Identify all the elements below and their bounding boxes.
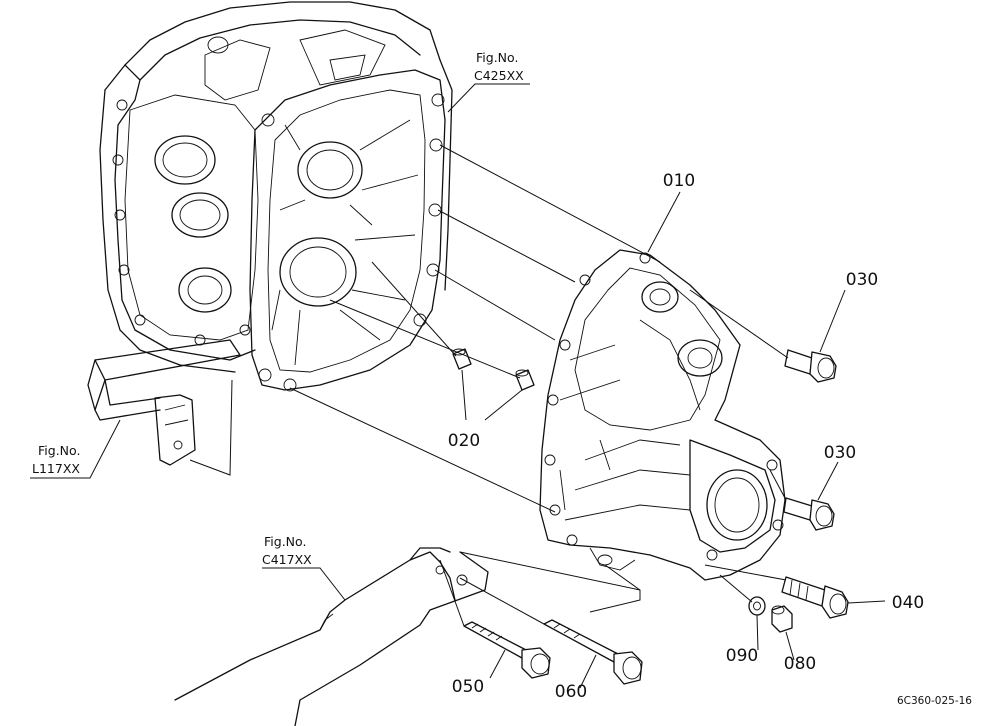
- label-010: 010: [663, 171, 695, 191]
- assembly-lines: [289, 144, 789, 627]
- label-020: 020: [448, 431, 480, 451]
- bolt-060: [543, 619, 643, 685]
- leader-lines: [30, 83, 886, 689]
- washer-090: [748, 596, 766, 616]
- ref-c425-line1: Fig.No.: [476, 50, 518, 65]
- bolt-040: [781, 576, 849, 619]
- label-090: 090: [726, 646, 758, 666]
- label-030-upper: 030: [846, 270, 878, 290]
- bolt-030-lower: [783, 497, 835, 531]
- label-060: 060: [555, 682, 587, 702]
- frame-rail: [87, 339, 241, 476]
- transmission-case: [99, 1, 453, 392]
- ref-c425-line2: C425XX: [474, 68, 524, 83]
- label-080: 080: [784, 654, 816, 674]
- dowel-pins-020: [452, 348, 535, 391]
- label-050: 050: [452, 677, 484, 697]
- label-030-lower: 030: [824, 443, 856, 463]
- ref-c417-line1: Fig.No.: [264, 534, 306, 549]
- ref-l117-line1: Fig.No.: [38, 443, 80, 458]
- ref-l117-line2: L117XX: [32, 461, 80, 476]
- label-040: 040: [892, 593, 924, 613]
- drawing-code: 6C360-025-16: [897, 695, 972, 707]
- bolt-050: [463, 621, 551, 679]
- bolt-030-upper: [784, 349, 837, 383]
- ref-c417-line2: C417XX: [262, 552, 312, 567]
- cover-010: [539, 249, 786, 581]
- plug-080: [771, 605, 793, 633]
